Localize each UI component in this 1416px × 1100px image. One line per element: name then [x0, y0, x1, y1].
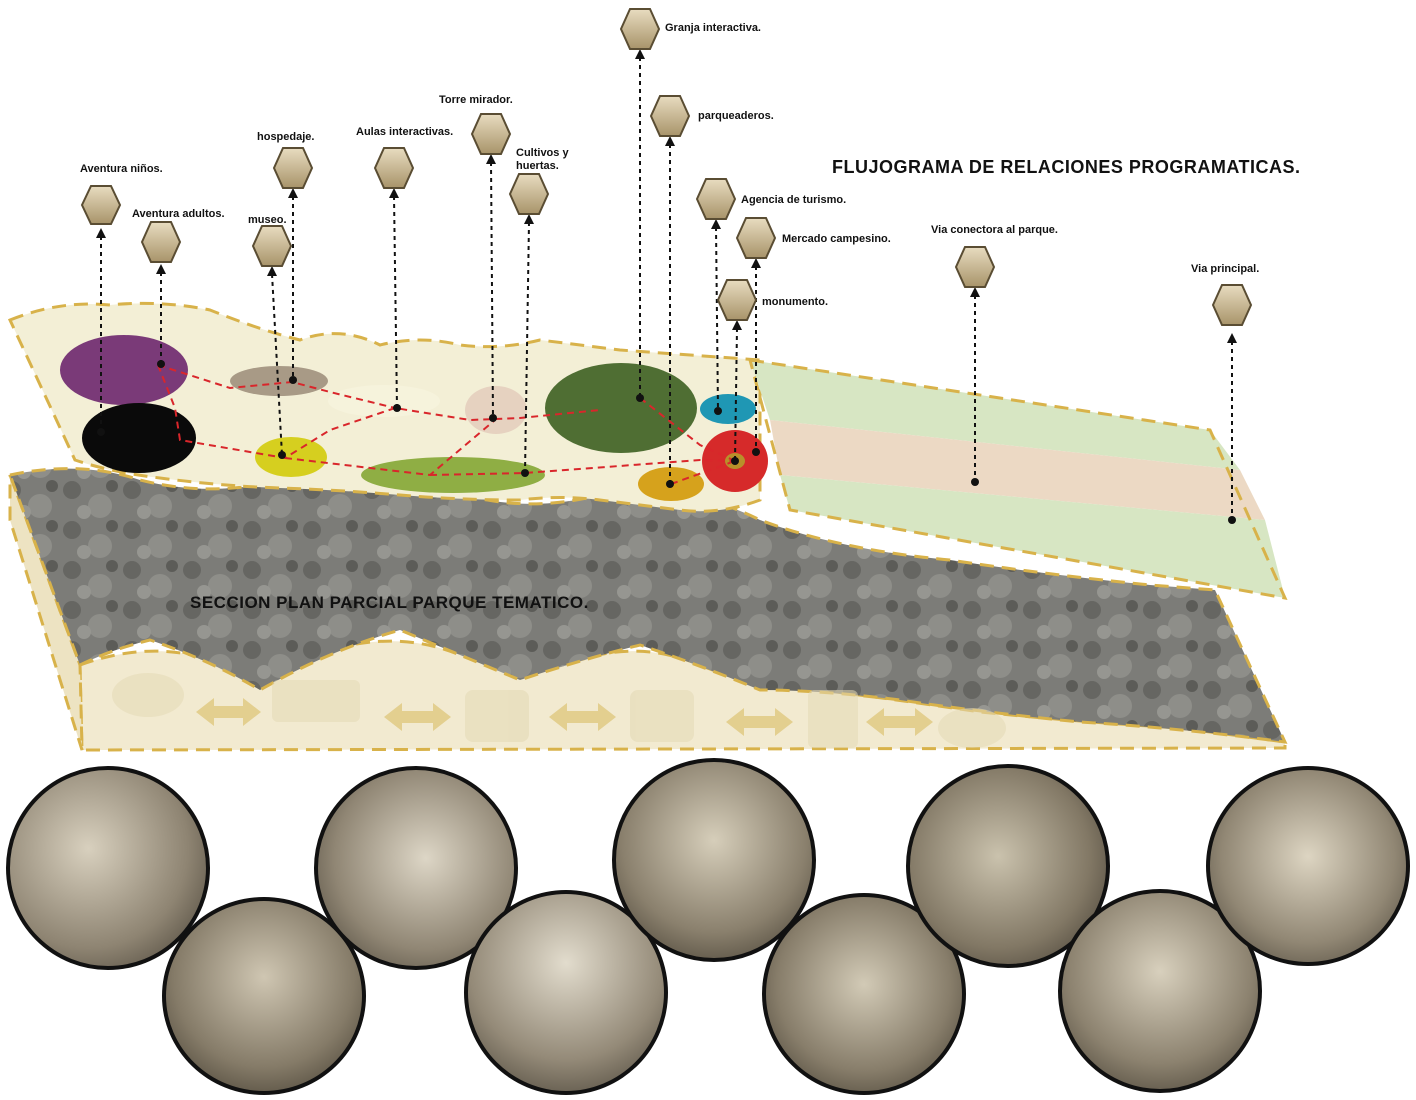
- hexagon-icon: [697, 179, 735, 219]
- milk-truck-icon: [272, 680, 360, 722]
- zone-hospedaje: [230, 366, 328, 396]
- cheese-wheel-icon: [938, 708, 1006, 748]
- cow-icon: [112, 673, 184, 717]
- label-granja-interactiva: Granja interactiva.: [665, 22, 761, 35]
- zone-cultivos: [361, 457, 545, 493]
- label-monumento: monumento.: [762, 296, 828, 309]
- zone-museo: [255, 437, 327, 477]
- label-parqueaderos: parqueaderos.: [698, 110, 774, 123]
- hexagon-icon: [274, 148, 312, 188]
- photo-circle-karting: [1206, 766, 1410, 966]
- hexagon-icon: [375, 148, 413, 188]
- label-via-conectora: Via conectora al parque.: [931, 224, 1058, 237]
- zone-granja: [545, 363, 697, 453]
- leader-arrowheads: [96, 49, 1237, 343]
- zone-torre: [465, 386, 527, 434]
- hexagon-icon: [718, 280, 756, 320]
- hexagon-icon: [1213, 285, 1251, 325]
- flowchart-title: FLUJOGRAMA DE RELACIONES PROGRAMATICAS.: [832, 157, 1301, 178]
- vat-icon: [465, 690, 529, 742]
- hexagon-icon: [142, 222, 180, 262]
- zone-aventura-ninos: [60, 335, 188, 405]
- label-museo: museo.: [248, 214, 287, 227]
- hexagon-icon: [510, 174, 548, 214]
- label-aventura-ninos: Aventura niños.: [80, 163, 163, 176]
- label-via-principal: Via principal.: [1191, 263, 1259, 276]
- label-agencia-turismo: Agencia de turismo.: [741, 194, 846, 207]
- section-title: SECCION PLAN PARCIAL PARQUE TEMATICO.: [190, 593, 589, 613]
- label-torre-mirador: Torre mirador.: [439, 94, 513, 107]
- cheese-maker-icon: [630, 690, 694, 742]
- label-mercado-campesino: Mercado campesino.: [782, 233, 891, 246]
- cheese-press-icon: [808, 690, 858, 748]
- hexagon-icon: [737, 218, 775, 258]
- zone-aulas: [328, 385, 440, 417]
- label-hospedaje: hospedaje.: [257, 131, 314, 144]
- hexagon-icon: [956, 247, 994, 287]
- label-cultivos-huertas: Cultivos y huertas.: [516, 147, 586, 173]
- hexagon-icon: [621, 9, 659, 49]
- hexagon-icon: [472, 114, 510, 154]
- hexagon-icon: [82, 186, 120, 224]
- label-aulas-interactivas: Aulas interactivas.: [356, 126, 453, 139]
- zone-agencia: [700, 394, 756, 424]
- hexagon-icon: [253, 226, 291, 266]
- hexagon-icon: [651, 96, 689, 136]
- label-aventura-adultos: Aventura adultos.: [132, 208, 225, 221]
